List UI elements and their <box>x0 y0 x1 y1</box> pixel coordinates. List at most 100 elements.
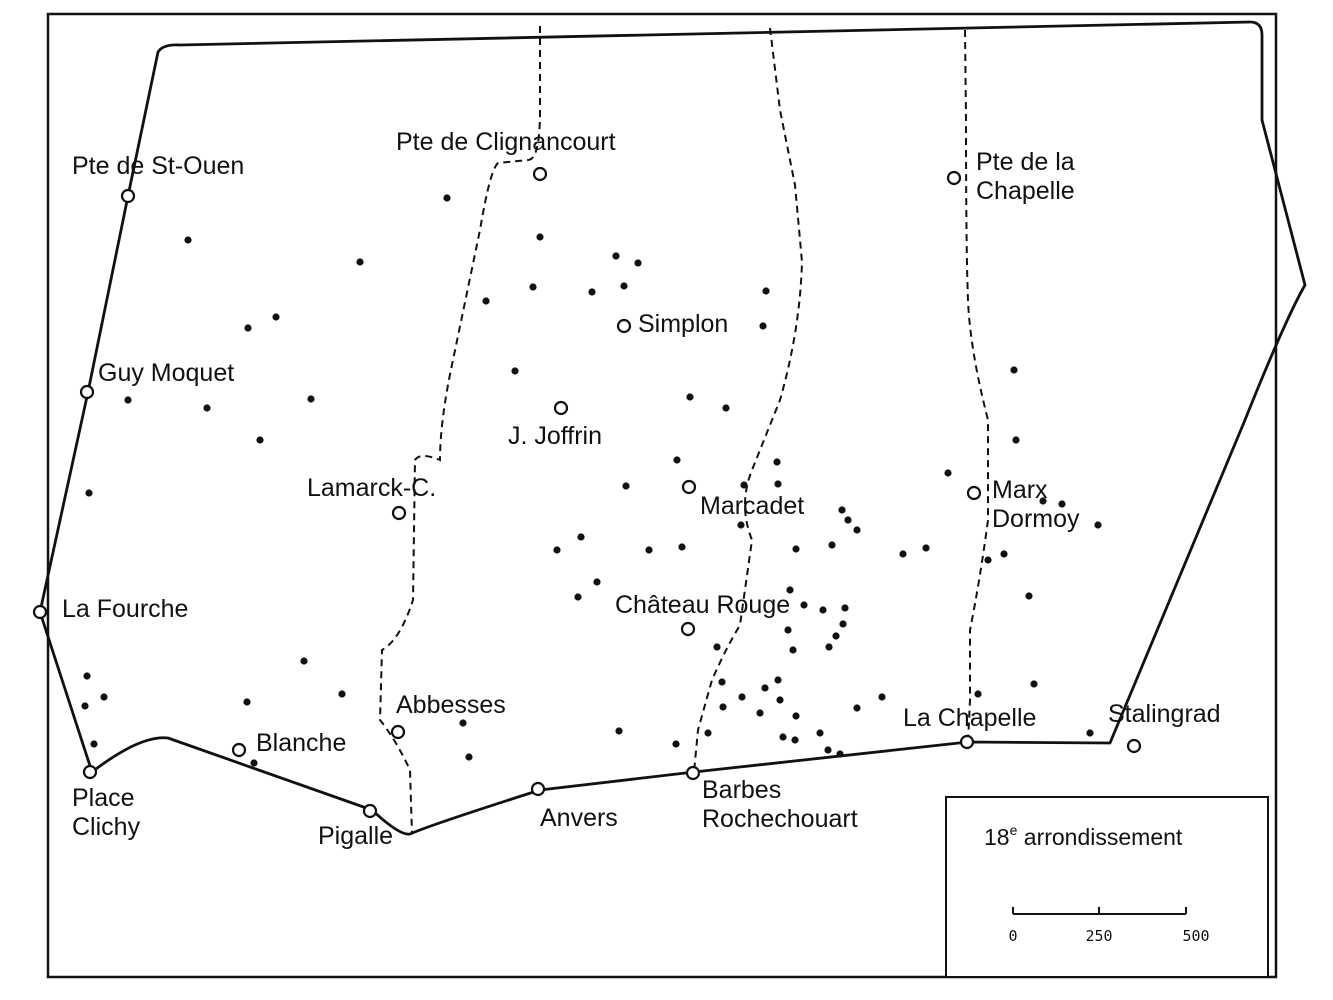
point-marker <box>776 696 784 704</box>
point-marker <box>756 709 764 717</box>
station-anvers: Anvers <box>530 781 618 832</box>
point-marker <box>529 283 537 291</box>
station-lamarck-c: Lamarck-C. <box>307 474 436 521</box>
point-marker <box>825 643 833 651</box>
point-marker <box>774 676 782 684</box>
station-abbesses: Abbesses <box>390 691 506 740</box>
point-marker <box>250 759 258 767</box>
station-marker <box>391 505 407 521</box>
station-label: Château Rouge <box>615 591 790 619</box>
point-marker <box>974 690 982 698</box>
point-marker <box>574 593 582 601</box>
point-marker <box>761 684 769 692</box>
station-label: Pte de Clignancourt <box>396 128 616 156</box>
station-marker <box>82 764 98 780</box>
point-marker <box>356 258 364 266</box>
point-marker <box>779 733 787 741</box>
point-marker <box>272 313 280 321</box>
point-marker <box>899 550 907 558</box>
point-marker <box>722 404 730 412</box>
station-stalingrad: Stalingrad <box>1108 700 1221 754</box>
point-marker <box>686 393 694 401</box>
point-marker <box>759 322 767 330</box>
point-marker <box>1025 592 1033 600</box>
station-marker <box>680 621 696 637</box>
point-marker <box>244 324 252 332</box>
point-marker <box>612 252 620 260</box>
point-marker <box>841 604 849 612</box>
point-marker <box>672 740 680 748</box>
point-marker <box>718 678 726 686</box>
station-label: La Chapelle <box>903 704 1036 732</box>
point-marker <box>922 544 930 552</box>
point-marker <box>81 702 89 710</box>
point-marker <box>853 526 861 534</box>
scale-label-250: 250 <box>1085 927 1112 945</box>
station-label: Simplon <box>638 310 728 338</box>
station-marker <box>946 170 962 186</box>
station-marker <box>530 781 546 797</box>
station-la-chapelle: La Chapelle <box>903 704 1036 750</box>
scale-bar <box>1012 907 1187 915</box>
point-marker <box>838 506 846 514</box>
point-marker <box>645 546 653 554</box>
point-marker <box>839 620 847 628</box>
station-label: Blanche <box>256 729 346 757</box>
station-marcadet: Marcadet <box>681 479 804 520</box>
station-marker <box>362 803 378 819</box>
station-label: Abbesses <box>396 691 506 719</box>
point-marker <box>83 672 91 680</box>
station-guy-moquet: Guy Moquet <box>79 359 234 400</box>
station-label: Marcadet <box>700 492 804 520</box>
point-marker <box>1058 500 1066 508</box>
point-marker <box>844 516 852 524</box>
point-marker <box>1010 366 1018 374</box>
point-marker <box>338 690 346 698</box>
station-label: Lamarck-C. <box>307 474 436 502</box>
station-marker <box>231 742 247 758</box>
station-label: Pte de la <box>976 148 1075 176</box>
point-marker <box>634 259 642 267</box>
point-marker <box>1039 497 1047 505</box>
point-marker <box>828 541 836 549</box>
point-marker <box>593 578 601 586</box>
station-simplon: Simplon <box>616 310 728 338</box>
station-marker <box>616 318 632 334</box>
station-label: Stalingrad <box>1108 700 1221 728</box>
point-marker <box>1094 521 1102 529</box>
station-marker <box>120 188 136 204</box>
point-marker <box>443 194 451 202</box>
point-marker <box>124 396 132 404</box>
point-marker <box>878 693 886 701</box>
station-chateau-rouge: Château Rouge <box>615 591 790 637</box>
point-marker <box>1000 550 1008 558</box>
station-marker <box>1126 738 1142 754</box>
point-marker <box>792 712 800 720</box>
point-marker <box>243 698 251 706</box>
point-markers <box>81 194 1102 767</box>
point-marker <box>800 601 808 609</box>
point-marker <box>465 753 473 761</box>
point-marker <box>1030 680 1038 688</box>
point-marker <box>738 693 746 701</box>
legend-box: 18e arrondissement 0 250 500 <box>945 796 1269 978</box>
point-marker <box>791 736 799 744</box>
station-marker <box>79 384 95 400</box>
station-marker <box>32 604 48 620</box>
station-marker <box>390 724 406 740</box>
point-marker <box>824 746 832 754</box>
station-marker <box>959 734 975 750</box>
point-marker <box>789 646 797 654</box>
scale-label-0: 0 <box>1008 927 1017 945</box>
scale-label-500: 500 <box>1182 927 1209 945</box>
point-marker <box>816 729 824 737</box>
arrondissement-boundary <box>38 20 1307 836</box>
point-marker <box>577 533 585 541</box>
station-label: Pte de St-Ouen <box>72 152 244 180</box>
point-marker <box>100 693 108 701</box>
